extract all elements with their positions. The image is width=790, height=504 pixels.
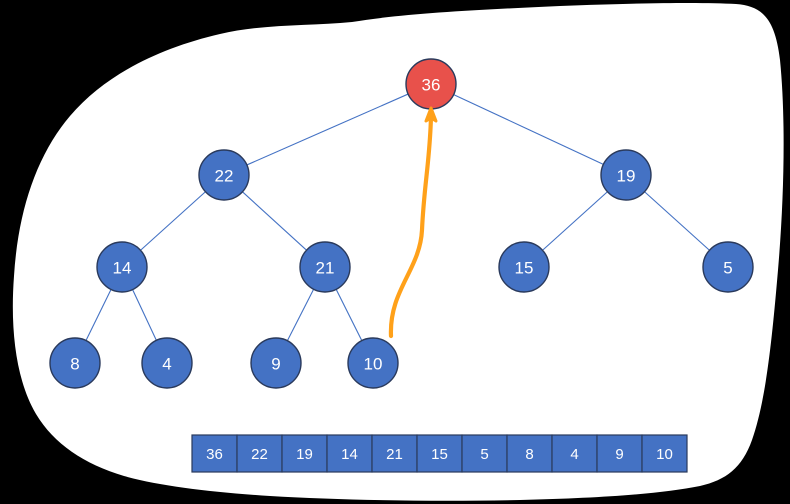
tree-node-21[interactable]: 21 bbox=[299, 241, 351, 293]
tree-node-10[interactable]: 10 bbox=[347, 337, 399, 389]
tree-edge-22-21 bbox=[242, 191, 307, 251]
array-cell-box-8[interactable] bbox=[551, 434, 598, 473]
tree-edge-21-10 bbox=[335, 289, 363, 341]
tree-edge-14-8 bbox=[85, 289, 112, 341]
array-cell-3[interactable]: 14 bbox=[326, 434, 373, 473]
array-cell-box-4[interactable] bbox=[371, 434, 418, 473]
array-cell-box-7[interactable] bbox=[506, 434, 553, 473]
array-cell-label-8: 4 bbox=[570, 446, 578, 463]
tree-node-circle-22[interactable] bbox=[198, 149, 250, 201]
array-cell-4[interactable]: 21 bbox=[371, 434, 418, 473]
tree-node-circle-4[interactable] bbox=[141, 337, 193, 389]
tree-node-circle-5[interactable] bbox=[702, 241, 754, 293]
array-cell-box-2[interactable] bbox=[281, 434, 328, 473]
tree-node-layer: 36 22 19 14 21 15 5 8 4 9 10 bbox=[49, 58, 754, 389]
tree-node-5[interactable]: 5 bbox=[702, 241, 754, 293]
tree-edge-21-9 bbox=[286, 289, 315, 341]
tree-node-22[interactable]: 22 bbox=[198, 149, 250, 201]
array-cell-7[interactable]: 8 bbox=[506, 434, 553, 473]
array-cell-label-3: 14 bbox=[341, 446, 358, 463]
array-cell-6[interactable]: 5 bbox=[461, 434, 508, 473]
tree-edge-36-19 bbox=[453, 94, 604, 165]
tree-node-label-10: 10 bbox=[364, 355, 383, 374]
array-cell-label-6: 5 bbox=[480, 446, 488, 463]
tree-node-circle-9[interactable] bbox=[250, 337, 302, 389]
tree-node-label-8: 8 bbox=[70, 355, 79, 374]
array-cell-10[interactable]: 10 bbox=[641, 434, 688, 473]
array-cell-5[interactable]: 15 bbox=[416, 434, 463, 473]
tree-node-15[interactable]: 15 bbox=[498, 241, 550, 293]
array-cell-label-5: 15 bbox=[431, 446, 448, 463]
tree-edge-19-15 bbox=[542, 191, 608, 251]
array-cell-2[interactable]: 19 bbox=[281, 434, 328, 473]
array-cell-0[interactable]: 36 bbox=[191, 434, 238, 473]
array-cell-label-2: 19 bbox=[296, 446, 313, 463]
array-cell-box-3[interactable] bbox=[326, 434, 373, 473]
swap-arrowhead-icon bbox=[424, 106, 438, 123]
array-cell-box-10[interactable] bbox=[641, 434, 688, 473]
array-cell-9[interactable]: 9 bbox=[596, 434, 643, 473]
tree-node-label-36: 36 bbox=[422, 76, 441, 95]
tree-node-circle-21[interactable] bbox=[299, 241, 351, 293]
swap-arrow-10-to-36 bbox=[388, 113, 434, 339]
array-cell-label-7: 8 bbox=[525, 446, 533, 463]
tree-edge-14-4 bbox=[132, 289, 157, 341]
swap-arrow-layer bbox=[388, 106, 438, 339]
array-cell-label-10: 10 bbox=[656, 446, 673, 463]
tree-node-label-15: 15 bbox=[515, 259, 534, 278]
array-cell-1[interactable]: 22 bbox=[236, 434, 283, 473]
tree-node-label-19: 19 bbox=[617, 167, 636, 186]
tree-node-circle-8[interactable] bbox=[49, 337, 101, 389]
array-cell-box-6[interactable] bbox=[461, 434, 508, 473]
tree-edge-22-14 bbox=[140, 191, 206, 251]
array-cell-box-5[interactable] bbox=[416, 434, 463, 473]
tree-node-8[interactable]: 8 bbox=[49, 337, 101, 389]
tree-node-19[interactable]: 19 bbox=[600, 149, 652, 201]
array-cell-8[interactable]: 4 bbox=[551, 434, 598, 473]
tree-node-36[interactable]: 36 bbox=[405, 58, 457, 110]
tree-node-label-14: 14 bbox=[113, 259, 132, 278]
array-cell-box-1[interactable] bbox=[236, 434, 283, 473]
tree-edge-19-5 bbox=[644, 191, 710, 251]
tree-edge-layer bbox=[85, 93, 710, 341]
tree-node-14[interactable]: 14 bbox=[96, 241, 148, 293]
tree-edge-36-22 bbox=[246, 93, 409, 166]
tree-node-label-4: 4 bbox=[162, 355, 171, 374]
tree-node-label-5: 5 bbox=[723, 259, 732, 278]
tree-node-circle-14[interactable] bbox=[96, 241, 148, 293]
tree-node-9[interactable]: 9 bbox=[250, 337, 302, 389]
array-cell-label-4: 21 bbox=[386, 446, 403, 463]
whiteboard-blob bbox=[12, 2, 784, 501]
whiteboard-blob-layer bbox=[12, 2, 784, 501]
tree-node-circle-10[interactable] bbox=[347, 337, 399, 389]
tree-node-circle-15[interactable] bbox=[498, 241, 550, 293]
tree-node-4[interactable]: 4 bbox=[141, 337, 193, 389]
heap-array-layer: 36 22 19 14 21 15 5 8 4 9 10 bbox=[191, 434, 688, 473]
tree-node-circle-19[interactable] bbox=[600, 149, 652, 201]
tree-node-label-22: 22 bbox=[215, 167, 234, 186]
array-cell-label-9: 9 bbox=[615, 446, 623, 463]
tree-node-label-9: 9 bbox=[271, 355, 280, 374]
array-cell-label-1: 22 bbox=[251, 446, 268, 463]
array-cell-label-0: 36 bbox=[206, 446, 223, 463]
tree-node-label-21: 21 bbox=[316, 259, 335, 278]
